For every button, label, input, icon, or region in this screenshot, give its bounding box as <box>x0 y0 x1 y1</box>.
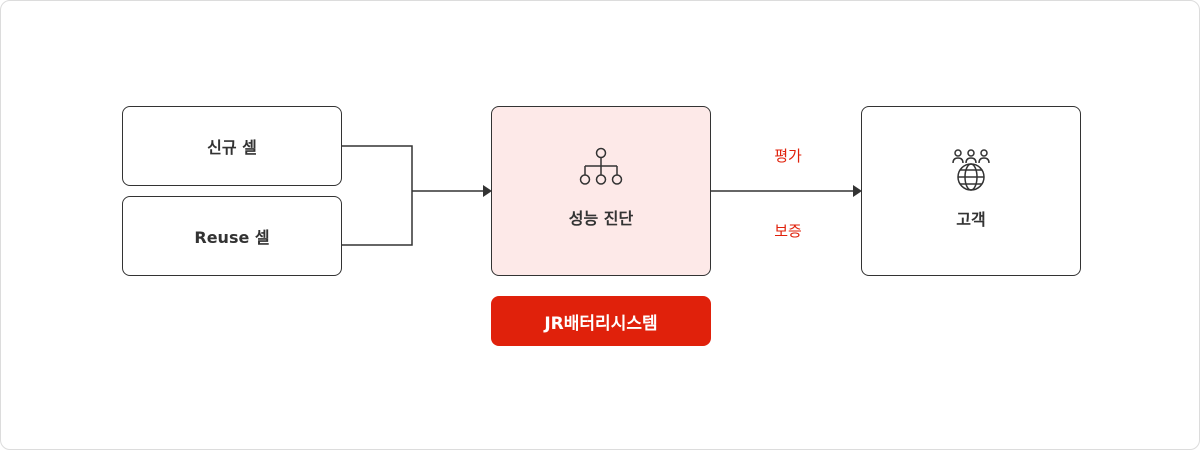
node-customer: 고객 <box>861 106 1081 276</box>
node-new-cell-label: 신규 셀 <box>207 138 257 157</box>
connector-reuse-cell <box>342 191 413 246</box>
arrowhead-diagnosis <box>483 185 492 197</box>
edge-label-evaluation: 평가 <box>774 147 802 165</box>
node-performance-diagnosis: 성능 진단 <box>491 106 711 276</box>
global-users-icon <box>952 149 990 191</box>
node-new-cell: 신규 셀 <box>122 106 342 186</box>
company-badge: JR배터리시스템 <box>491 296 711 346</box>
edge-label-warranty: 보증 <box>774 222 802 240</box>
hierarchy-icon <box>579 147 623 185</box>
connector-new-cell <box>342 145 413 191</box>
node-customer-label: 고객 <box>956 210 986 229</box>
node-reuse-cell: Reuse 셀 <box>122 196 342 276</box>
node-diagnosis-label: 성능 진단 <box>568 209 634 228</box>
arrowhead-customer <box>853 185 862 197</box>
company-badge-label: JR배터리시스템 <box>544 313 658 334</box>
node-reuse-cell-label: Reuse 셀 <box>194 228 270 247</box>
